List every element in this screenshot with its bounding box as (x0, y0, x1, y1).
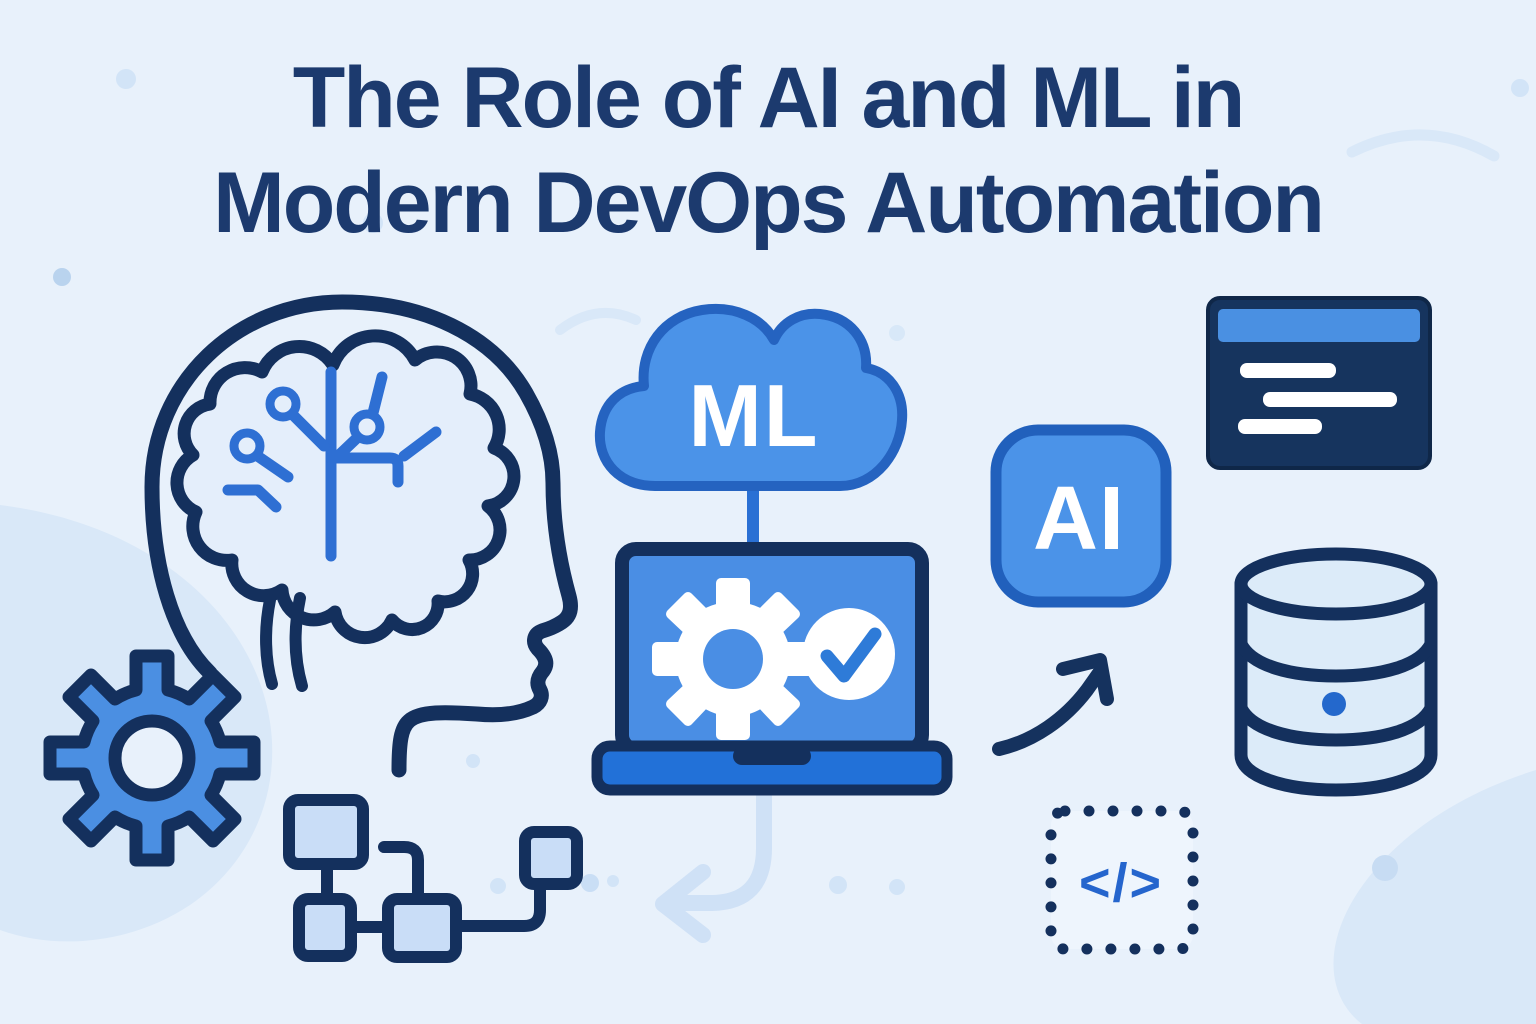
database-dot (1322, 692, 1346, 716)
circuit-lines (222, 366, 442, 562)
laptop-base (591, 740, 953, 796)
ml-label: ML (688, 366, 819, 465)
gear-icon (43, 649, 261, 867)
circuit-nodes (229, 386, 385, 464)
cloud-shape (594, 304, 908, 491)
database-icon (1234, 547, 1438, 797)
white-gear-hole (703, 629, 763, 689)
faint-down-arrow-icon (655, 784, 772, 943)
ai-badge: AI (990, 424, 1172, 608)
laptop-icon (591, 542, 953, 796)
pipeline-nodes-icon (283, 794, 583, 963)
laptop-notch (733, 747, 811, 765)
head-outline (144, 294, 578, 778)
terminal-titlebar (1218, 309, 1420, 342)
page-title: The Role of AI and ML in Modern DevOps A… (0, 46, 1536, 256)
title-line-2: Modern DevOps Automation (213, 154, 1325, 251)
title-line-1: The Role of AI and ML in (292, 50, 1246, 146)
brain-outline (170, 329, 521, 645)
curved-arrow-icon (992, 653, 1114, 756)
check-icon (803, 608, 895, 700)
code-block-icon: </> (1045, 805, 1199, 955)
ml-cloud-icon: ML (594, 304, 908, 553)
brain-stem-lines (260, 592, 308, 692)
terminal-text-lines (1238, 363, 1397, 434)
head-circuit-brain-icon (144, 294, 578, 778)
terminal-window-icon (1206, 296, 1432, 470)
code-label: </> (1079, 853, 1163, 913)
ai-label: AI (1033, 469, 1125, 569)
